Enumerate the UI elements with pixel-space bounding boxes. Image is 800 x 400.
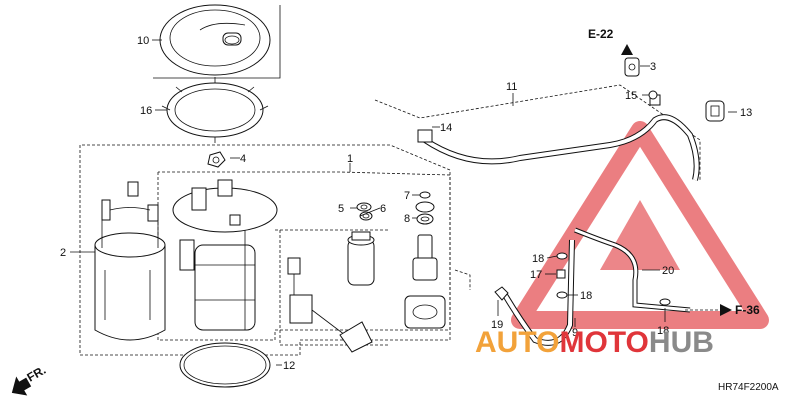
callout-4: 4: [240, 153, 246, 165]
callout-16: 16: [140, 105, 152, 117]
fuel-pump-motor: [347, 231, 375, 286]
watermark-triangle: [511, 121, 769, 329]
hose-boundary: [454, 269, 471, 290]
o-ring-5: [356, 202, 372, 212]
callout-6: 6: [380, 203, 386, 215]
clamp-17: [556, 269, 566, 279]
callout-14: 14: [440, 122, 452, 134]
watermark-triangle-inner: [600, 200, 680, 270]
clip-18: [556, 252, 671, 306]
callout-3: 3: [650, 61, 656, 73]
assembly-boundary-outer: [79, 144, 451, 356]
diagram-code: HR74F2200A: [718, 382, 779, 393]
watermark-logo: [511, 121, 769, 329]
callout-10: 10: [137, 35, 149, 47]
o-ring-8: [415, 201, 435, 225]
o-ring-7: [419, 191, 431, 199]
callout-12: 12: [283, 360, 295, 372]
callout-9: 9: [572, 327, 578, 339]
fuel-hose-9: [502, 239, 575, 346]
callout-17: 17: [530, 269, 542, 281]
callout-5: 5: [338, 203, 344, 215]
callout-7: 7: [404, 190, 410, 202]
callout-18-b: 18: [580, 290, 592, 302]
front-arrow-icon: [11, 376, 32, 396]
fuel-hose-11: [374, 84, 701, 181]
front-direction-indicator: FR.: [11, 363, 48, 396]
callout-8: 8: [404, 213, 410, 225]
grommet-13: [705, 100, 725, 122]
callout-18-c: 18: [657, 325, 669, 337]
fuel-pump-assembly: [172, 179, 278, 331]
pump-housing: [94, 181, 166, 341]
filter-boundary: [279, 230, 390, 346]
callout-18-a: 18: [532, 253, 544, 265]
o-ring-12: [179, 342, 271, 388]
f36-arrow: [720, 304, 732, 316]
callout-2: 2: [60, 247, 66, 259]
clip-15: [648, 90, 658, 100]
callout-15: 15: [625, 90, 637, 102]
callout-13: 13: [740, 107, 752, 119]
callout-19: 19: [491, 319, 503, 331]
leader-lines: [70, 39, 737, 366]
e22-arrow: [621, 44, 633, 55]
cap-frame: [153, 5, 281, 79]
nut-4: [207, 151, 226, 168]
clip-19: [494, 286, 509, 301]
fuel-hose-20: [574, 227, 691, 313]
reference-e22[interactable]: E-22: [588, 27, 614, 41]
callout-1: 1: [347, 153, 353, 165]
watermark-text: AUTOMOTOHUB: [475, 326, 714, 359]
pressure-regulator: [404, 234, 446, 329]
fuel-level-sender: [287, 257, 373, 353]
fuel-tank-cap: [159, 4, 271, 76]
reference-f36[interactable]: F-36: [735, 303, 760, 317]
callout-20: 20: [662, 265, 674, 277]
tank-seal-ring: [161, 77, 269, 143]
clip-3: [624, 57, 640, 77]
callout-11: 11: [506, 81, 517, 93]
